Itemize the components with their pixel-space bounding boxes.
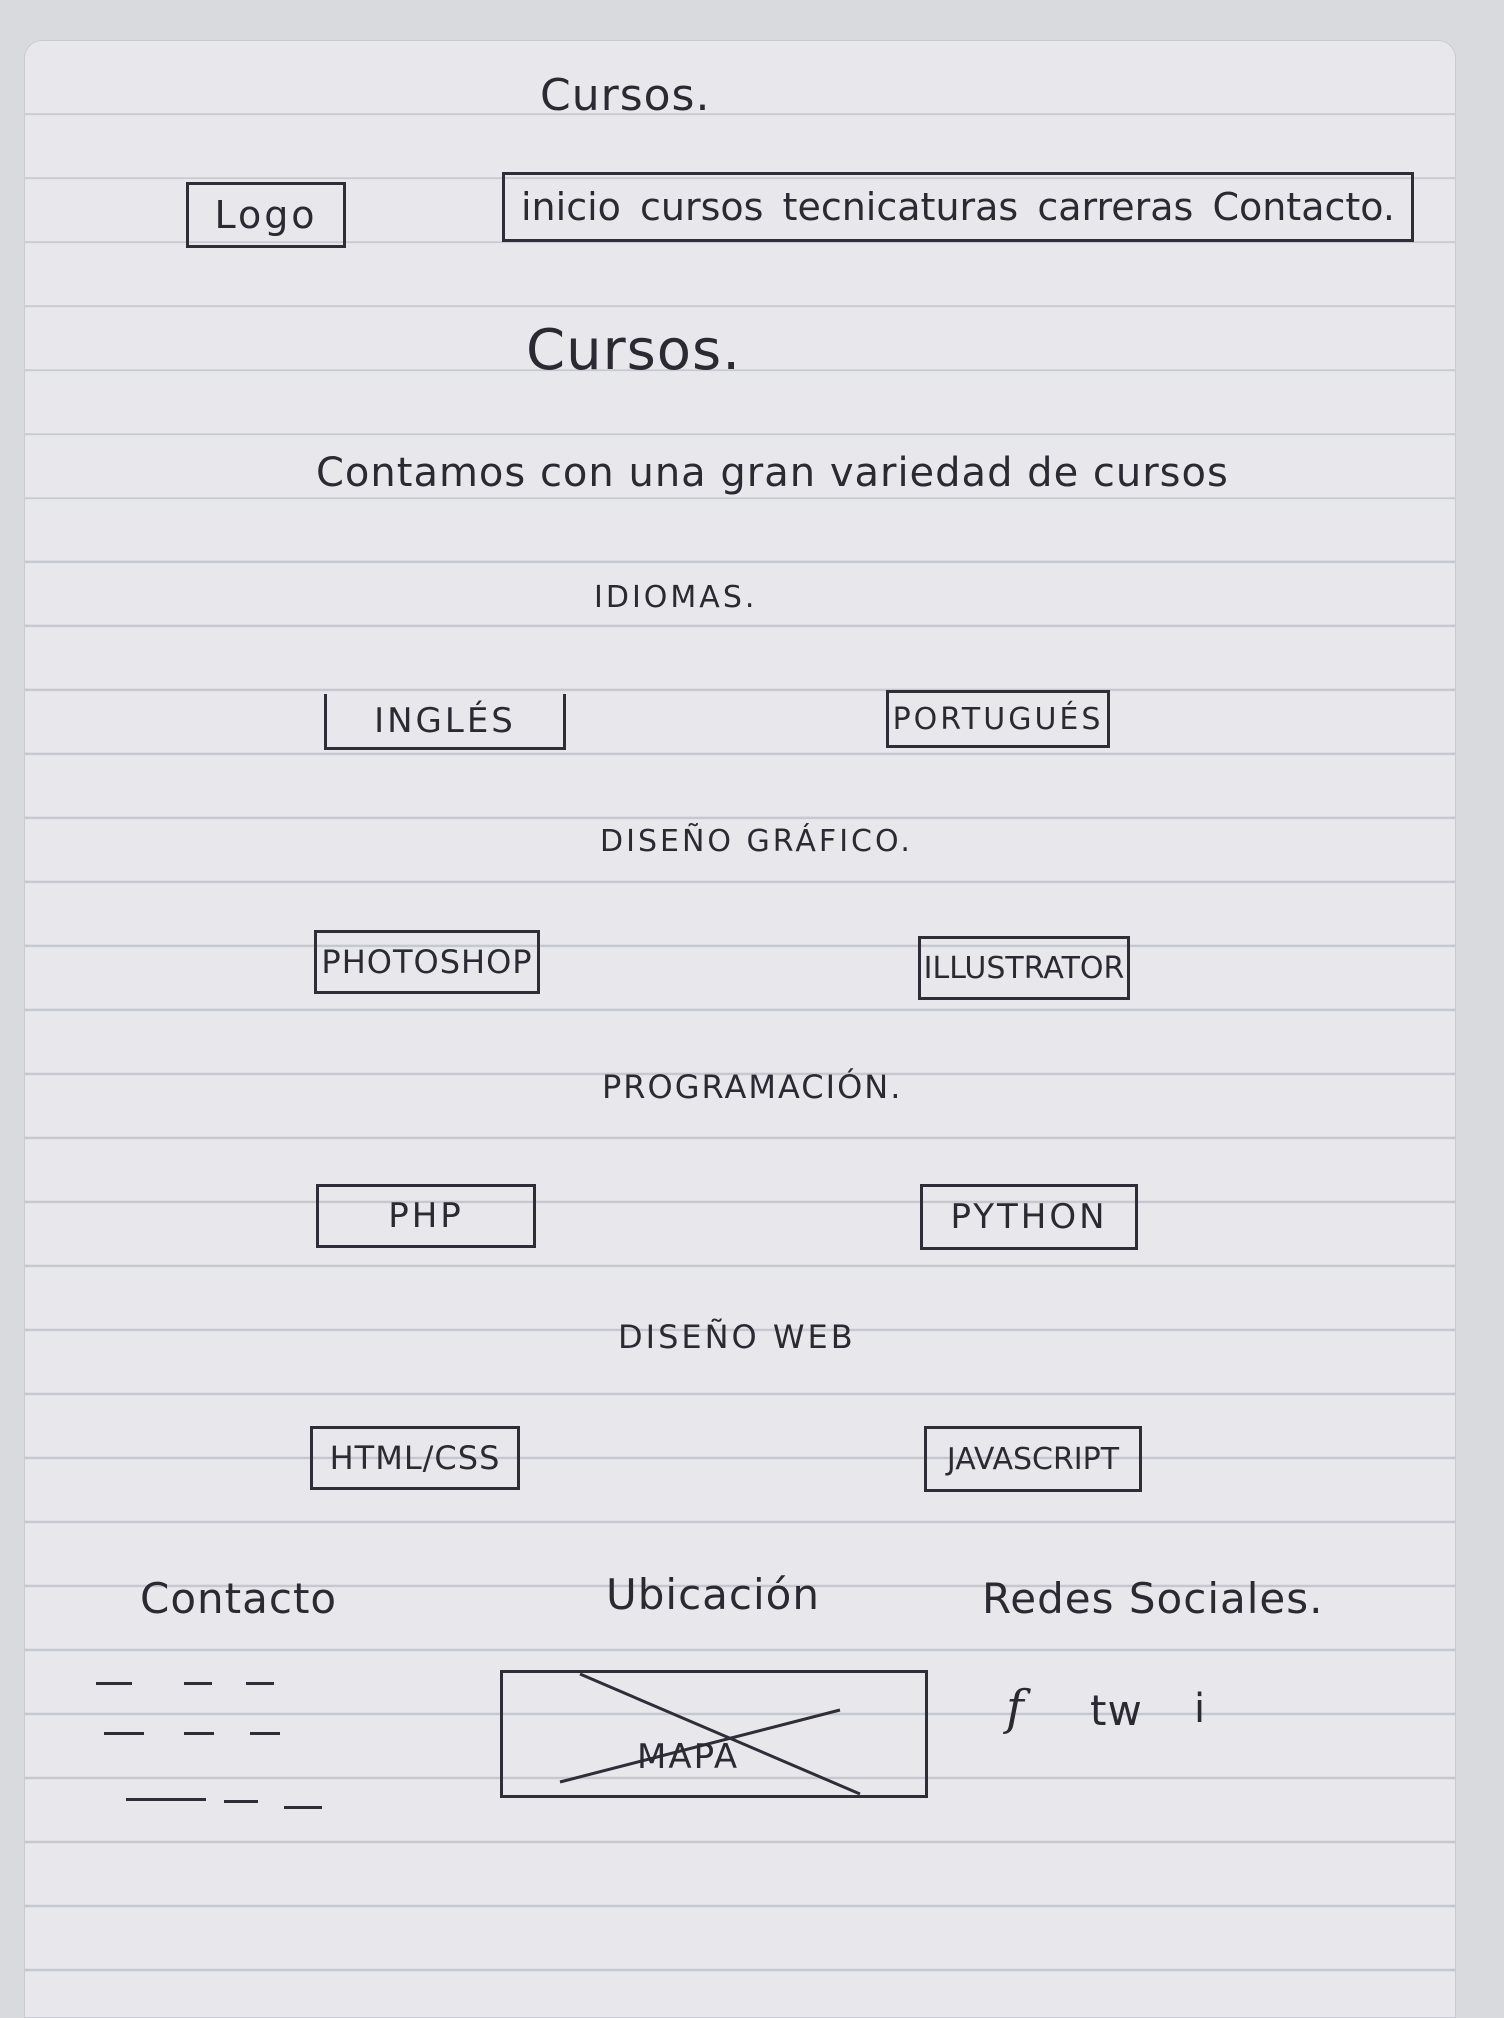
- course-html-css[interactable]: HTML/CSS: [310, 1426, 520, 1490]
- course-portugues[interactable]: PORTUGUÉS: [886, 690, 1110, 748]
- section-heading-programacion: PROGRAMACIÓN.: [602, 1068, 903, 1106]
- contact-line-5: [184, 1732, 214, 1735]
- contact-line-2: [184, 1682, 212, 1685]
- section-heading-diseno-web: DISEÑO WEB: [618, 1318, 856, 1356]
- map-cross-icon: [559, 1672, 861, 1796]
- contact-line-4: [104, 1732, 144, 1735]
- footer-social-heading: Redes Sociales.: [982, 1574, 1324, 1623]
- nav-cursos[interactable]: cursos: [640, 185, 764, 229]
- section-heading-diseno-grafico: DISEÑO GRÁFICO.: [600, 824, 913, 859]
- nav-tecnicaturas[interactable]: tecnicaturas: [782, 185, 1019, 229]
- twitter-icon[interactable]: tw: [1090, 1686, 1143, 1735]
- course-javascript[interactable]: JAVASCRIPT: [924, 1426, 1142, 1492]
- course-python[interactable]: PYTHON: [920, 1184, 1138, 1250]
- logo[interactable]: Logo: [186, 182, 346, 248]
- contact-line-8: [224, 1800, 258, 1803]
- map-label: MAPA: [637, 1737, 740, 1777]
- course-photoshop[interactable]: PHOTOSHOP: [314, 930, 540, 994]
- nav-contacto[interactable]: Contacto.: [1212, 185, 1395, 229]
- footer-location-heading: Ubicación: [606, 1570, 820, 1619]
- footer-contact-heading: Contacto: [140, 1574, 338, 1623]
- page-title: Cursos.: [526, 318, 742, 383]
- nav-carreras[interactable]: carreras: [1037, 185, 1194, 229]
- contact-line-9: [284, 1806, 322, 1809]
- contact-line-3: [246, 1682, 274, 1685]
- contact-line-1: [96, 1682, 132, 1685]
- contact-line-6: [250, 1732, 280, 1735]
- course-php[interactable]: PHP: [316, 1184, 536, 1248]
- facebook-icon[interactable]: f: [1006, 1680, 1025, 1736]
- course-ingles[interactable]: INGLÉS: [324, 694, 566, 750]
- page-top-title: Cursos.: [540, 70, 711, 121]
- nav-inicio[interactable]: inicio: [521, 185, 621, 229]
- page-subtitle: Contamos con una gran variedad de cursos: [316, 450, 1229, 496]
- notebook-paper: [24, 40, 1456, 2018]
- instagram-icon[interactable]: i: [1194, 1686, 1207, 1732]
- section-heading-idiomas: IDIOMAS.: [594, 580, 758, 615]
- map-placeholder[interactable]: MAPA: [500, 1670, 928, 1798]
- course-illustrator[interactable]: ILLUSTRATOR: [918, 936, 1130, 1000]
- main-nav: inicio cursos tecnicaturas carreras Cont…: [502, 172, 1414, 242]
- contact-line-7: [126, 1798, 206, 1801]
